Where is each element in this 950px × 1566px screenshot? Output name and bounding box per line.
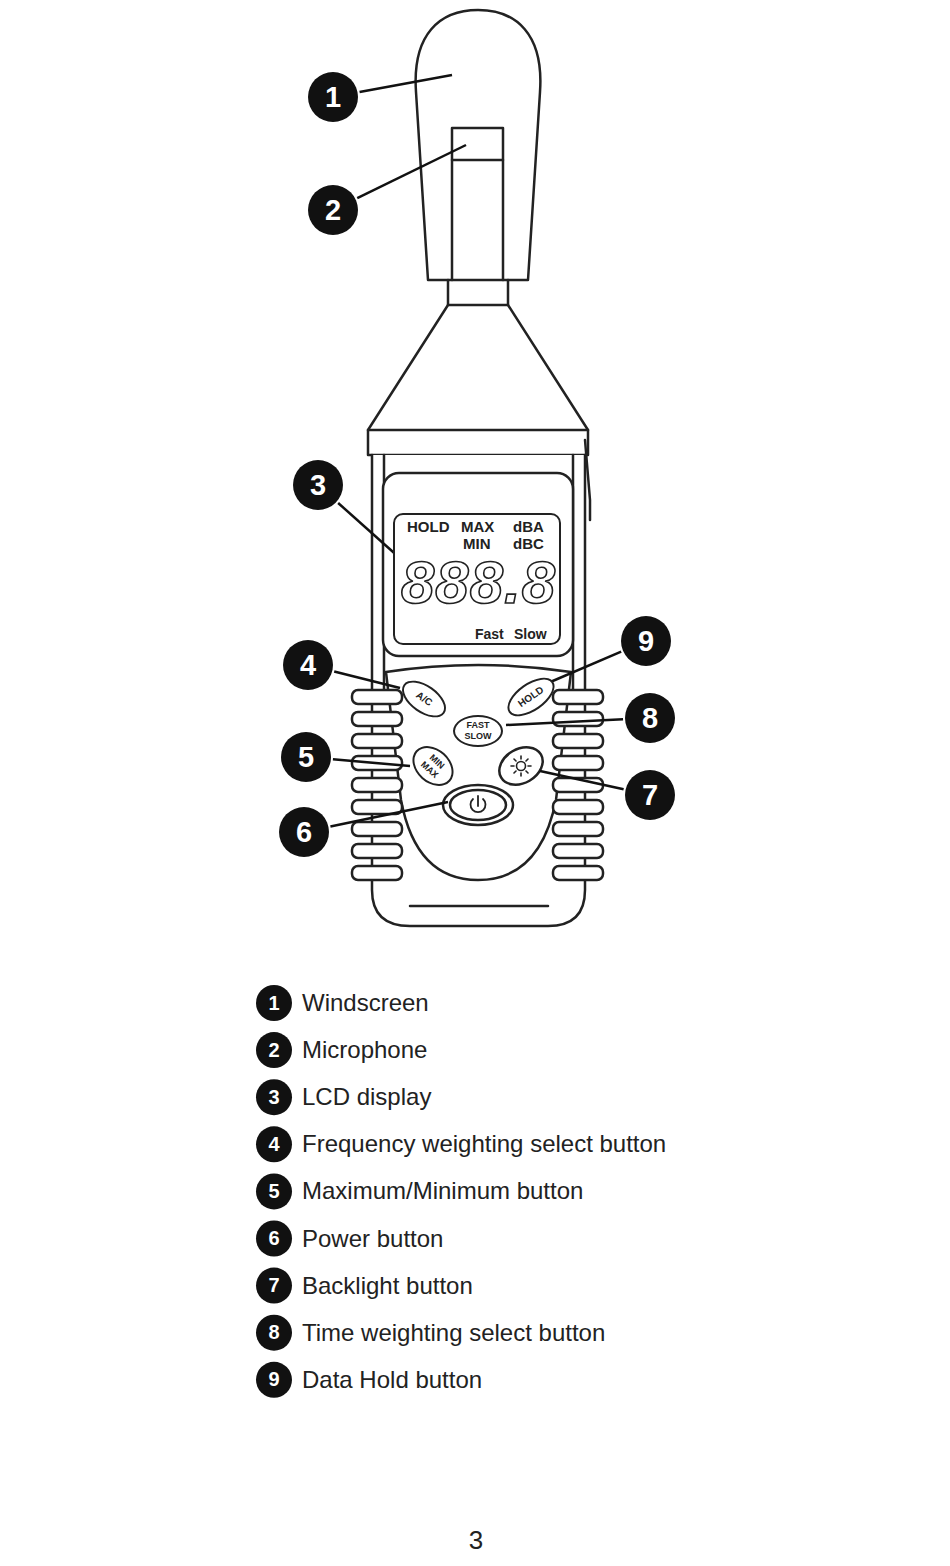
sun-icon xyxy=(511,756,531,776)
display-bezel xyxy=(383,473,573,656)
grip-rib xyxy=(352,844,402,858)
display-indicator: dBA xyxy=(513,519,544,534)
callout-disc xyxy=(256,1173,292,1209)
leader-line xyxy=(548,652,621,683)
body-band xyxy=(368,430,588,455)
part-name: Windscreen xyxy=(302,989,429,1017)
callout-number: 1 xyxy=(311,75,355,119)
callout-disc xyxy=(621,616,671,666)
display-indicator: MIN xyxy=(463,536,491,551)
leader-line xyxy=(540,771,624,789)
callout-number: 2 xyxy=(258,1034,290,1066)
part-name: Maximum/Minimum button xyxy=(302,1177,583,1205)
microphone xyxy=(452,128,503,280)
grip-rib xyxy=(553,866,603,880)
callout-disc xyxy=(256,1221,292,1257)
part-name: Time weighting select button xyxy=(302,1319,605,1347)
grip-rib xyxy=(553,734,603,748)
meter-button: FAST SLOW xyxy=(453,715,503,747)
part-name: LCD display xyxy=(302,1083,431,1111)
callout-number: 4 xyxy=(258,1128,290,1160)
grip-rib xyxy=(352,690,402,704)
display-indicator: HOLD xyxy=(407,519,450,534)
display-indicator: 888.8 xyxy=(401,553,556,613)
callout-disc xyxy=(256,985,292,1021)
button-label: A/C xyxy=(413,689,434,709)
callout-disc xyxy=(256,1268,292,1304)
callout-disc xyxy=(625,770,675,820)
leader-line xyxy=(334,672,400,688)
part-name: Microphone xyxy=(302,1036,427,1064)
page-number: 3 xyxy=(469,1525,483,1556)
callout-number: 9 xyxy=(258,1364,290,1396)
part-name: Frequency weighting select button xyxy=(302,1130,666,1158)
grip-rib xyxy=(352,712,402,726)
callout-number: 6 xyxy=(258,1223,290,1255)
callout-disc xyxy=(256,1315,292,1351)
leader-line xyxy=(506,719,623,725)
callout-number: 1 xyxy=(258,987,290,1019)
callout-disc xyxy=(281,732,331,782)
grip-rib xyxy=(553,756,603,770)
leader-line xyxy=(330,802,448,826)
callout-disc xyxy=(256,1362,292,1398)
part-name: Data Hold button xyxy=(302,1366,482,1394)
callout-disc xyxy=(256,1032,292,1068)
callout-disc xyxy=(308,72,358,122)
callout-number: 8 xyxy=(628,696,672,740)
grip-rib xyxy=(352,734,402,748)
grip-rib xyxy=(553,844,603,858)
windscreen xyxy=(416,10,541,280)
part-name: Power button xyxy=(302,1225,443,1253)
callout-disc xyxy=(308,185,358,235)
grip-rib xyxy=(352,778,402,792)
callout-number: 8 xyxy=(258,1317,290,1349)
callout-number: 3 xyxy=(258,1081,290,1113)
grip-rib xyxy=(553,822,603,836)
callout-number: 4 xyxy=(286,643,330,687)
power-button xyxy=(443,785,513,825)
lcd-display: HOLD MAX dBA MIN dBC 888.8Fast Slow xyxy=(393,513,561,645)
callout-disc xyxy=(279,807,329,857)
display-indicator: MAX xyxy=(461,519,494,534)
callout-disc xyxy=(256,1079,292,1115)
leader-line xyxy=(360,75,452,92)
callout-disc xyxy=(625,693,675,743)
button-label: MIN MAX xyxy=(416,749,450,783)
callout-disc xyxy=(256,1126,292,1162)
backlight-button xyxy=(493,740,550,792)
grip-rib xyxy=(352,822,402,836)
grip-rib xyxy=(553,690,603,704)
callout-number: 2 xyxy=(311,188,355,232)
callout-number: 5 xyxy=(284,735,328,779)
callout-disc xyxy=(283,640,333,690)
callout-number: 7 xyxy=(258,1270,290,1302)
button-label: HOLD xyxy=(516,684,546,710)
callout-disc xyxy=(293,460,343,510)
callout-number: 5 xyxy=(258,1175,290,1207)
callout-number: 9 xyxy=(624,619,668,663)
grip-rib xyxy=(553,800,603,814)
callout-number: 6 xyxy=(282,810,326,854)
leader-line xyxy=(333,759,410,766)
display-indicator: Fast xyxy=(475,627,504,641)
grip-rib xyxy=(352,866,402,880)
display-indicator: dBC xyxy=(513,536,544,551)
part-name: Backlight button xyxy=(302,1272,473,1300)
grip-rib xyxy=(553,712,603,726)
callout-number: 7 xyxy=(628,773,672,817)
display-indicator: Slow xyxy=(514,627,547,641)
leader-line xyxy=(357,145,466,198)
callout-number: 3 xyxy=(296,463,340,507)
button-label: FAST SLOW xyxy=(463,720,493,743)
